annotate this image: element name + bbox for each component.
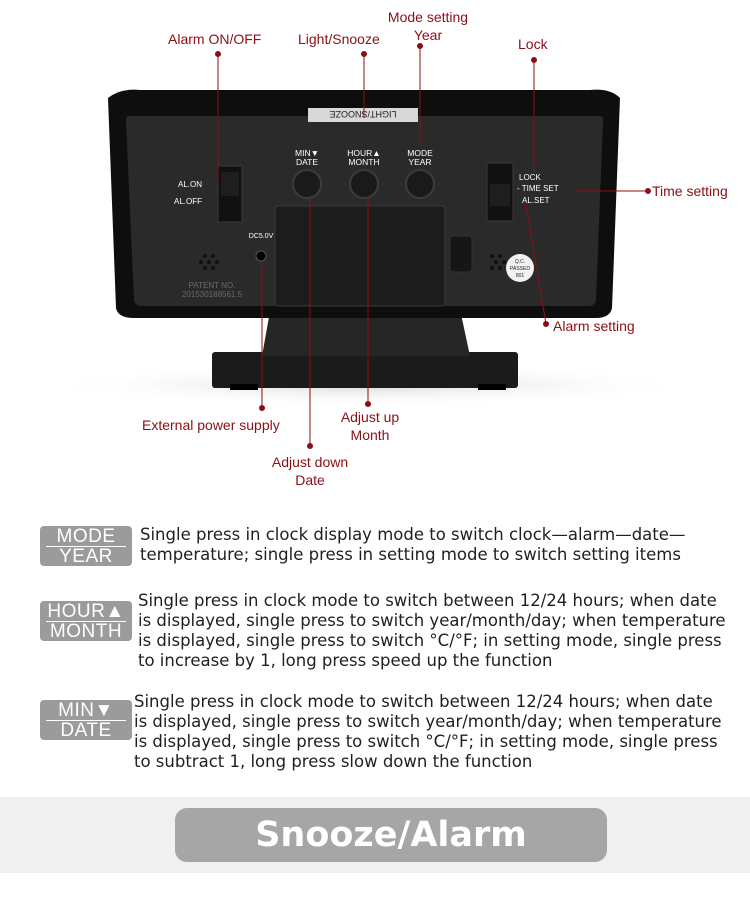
speaker-right — [490, 254, 506, 270]
top-label-plate — [308, 108, 418, 122]
power-label: DC5.0V — [249, 233, 274, 240]
description-line: Single press in clock mode to switch bet… — [134, 692, 713, 711]
product-photo: LIGHT/SNOOZE MIN▼ DATE HOUR▲ MONTH MODE … — [40, 8, 728, 489]
btn-hour-label-2: MONTH — [348, 157, 379, 167]
alarm-on-label: AL.ON — [178, 180, 202, 189]
btn-mode-label-2: YEAR — [408, 157, 431, 167]
callout-light-snooze: Light/Snooze — [298, 31, 380, 47]
min-date-description: Single press in clock mode to switch bet… — [134, 692, 722, 772]
hour-month-description: Single press in clock mode to switch bet… — [138, 591, 726, 671]
description-line: temperature; single press in setting mod… — [140, 545, 681, 564]
al-set-label: AL.SET — [522, 196, 550, 205]
description-line: is displayed, single press to switch yea… — [138, 611, 726, 630]
battery-latch — [449, 235, 473, 273]
description-line: to subtract 1, long press slow down the … — [134, 752, 533, 771]
qc-line-1: Q.C. — [515, 259, 525, 265]
description-line: Single press in clock mode to switch bet… — [138, 591, 717, 610]
alarm-off-label: AL.OFF — [174, 197, 202, 206]
badge-line-1: MODE — [46, 527, 126, 547]
min-date-button — [292, 169, 322, 199]
callout-mode-setting-l1: Mode setting — [387, 9, 469, 25]
callout-alarm-setting: Alarm setting — [553, 318, 635, 334]
mode-year-description: Single press in clock display mode to sw… — [140, 525, 685, 565]
qc-line-3: 801 — [516, 273, 525, 279]
callout-alarm-on-off: Alarm ON/OFF — [168, 31, 262, 47]
btn-mode-label-1: MODE — [407, 148, 433, 158]
callout-lock: Lock — [518, 36, 548, 52]
callout-adjust-up-l1: Adjust up — [340, 409, 400, 425]
btn-min-label-1: MIN▼ — [295, 148, 319, 158]
callout-adjust-down-l2: Date — [295, 472, 325, 488]
power-jack — [255, 250, 267, 262]
patent-line-2: 201530188561.5 — [182, 290, 243, 299]
qc-line-2: PASSED — [510, 266, 530, 272]
time-set-label: - TIME SET — [517, 184, 559, 193]
stand-foot-right — [478, 384, 506, 390]
stand-foot-left — [230, 384, 258, 390]
alarm-switch-knob — [221, 172, 239, 196]
badge-line-1: HOUR▲ — [46, 601, 126, 622]
badge-line-2: DATE — [60, 720, 112, 741]
badge-line-1: MIN▼ — [46, 701, 126, 721]
mode-year-badge: MODE YEAR — [40, 526, 132, 566]
callout-mode-setting: Mode setting Year — [380, 8, 476, 44]
hour-month-button — [349, 169, 379, 199]
speaker-left — [199, 254, 219, 270]
callout-adjust-up-l2: Month — [350, 427, 390, 443]
lock-label: LOCK — [519, 173, 541, 182]
description-line: to increase by 1, long press speed up th… — [138, 651, 553, 670]
qc-sticker — [506, 254, 534, 282]
callout-adjust-down: Adjust down Date — [260, 453, 360, 489]
min-date-badge: MIN▼ DATE — [40, 700, 132, 740]
patent-line-1: PATENT NO. — [189, 281, 236, 290]
badge-line-2: YEAR — [59, 546, 113, 567]
callout-leaders — [215, 43, 651, 449]
callout-adjust-up: Adjust up Month — [330, 408, 410, 444]
callout-time-setting: Time setting — [652, 183, 728, 199]
description-line: is displayed, single press to switch yea… — [134, 712, 722, 731]
clock-back-illustration: LIGHT/SNOOZE MIN▼ DATE HOUR▲ MONTH MODE … — [40, 43, 700, 449]
btn-hour-label-1: HOUR▲ — [347, 148, 380, 158]
description-line: is displayed, single press to switch °C/… — [138, 631, 722, 650]
callout-external-power: External power supply — [142, 417, 280, 433]
btn-min-label-2: DATE — [296, 157, 318, 167]
callout-mode-setting-l2: Year — [413, 27, 443, 43]
description-line: Single press in clock display mode to sw… — [140, 525, 686, 544]
banner-title: Snooze/Alarm function — [175, 808, 607, 909]
mode-switch-knob — [490, 184, 510, 206]
hour-month-badge: HOUR▲ MONTH — [40, 601, 132, 641]
top-label-text: LIGHT/SNOOZE — [329, 109, 396, 119]
stand-base — [212, 352, 518, 388]
badge-line-2: MONTH — [49, 621, 123, 642]
callout-adjust-down-l1: Adjust down — [271, 454, 349, 470]
battery-cover — [274, 205, 446, 307]
mode-year-button — [405, 169, 435, 199]
description-line: is displayed, single press to switch °C/… — [134, 732, 718, 751]
